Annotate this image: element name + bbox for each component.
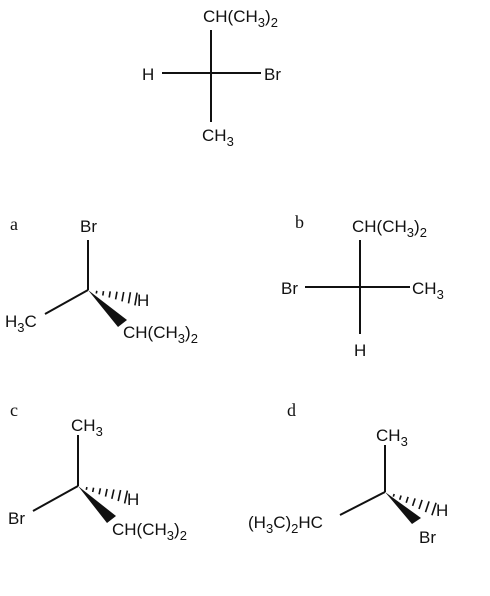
hash-stroke bbox=[392, 493, 395, 497]
hash-stroke bbox=[127, 292, 132, 304]
option-b-right-substituent: CH3 bbox=[412, 279, 444, 302]
hash-stroke bbox=[111, 489, 115, 499]
hash-stroke bbox=[431, 502, 437, 516]
option-a-wedge-substituent: CH(CH3)2 bbox=[123, 323, 198, 346]
option-c-dash-substituent: H bbox=[127, 490, 139, 509]
option-a: a Br H3C H CH(CH3)2 bbox=[5, 214, 198, 346]
option-a-letter: a bbox=[10, 214, 18, 234]
hash-stroke bbox=[95, 290, 98, 294]
hash-stroke bbox=[102, 290, 105, 296]
reference-top-substituent: CH(CH3)2 bbox=[203, 7, 278, 30]
option-b-left-substituent: Br bbox=[281, 279, 298, 298]
reference-bottom-substituent: CH3 bbox=[202, 126, 234, 149]
option-d-up-substituent: CH3 bbox=[376, 426, 408, 449]
option-a-up-substituent: Br bbox=[80, 217, 97, 236]
option-d-dash-substituent: H bbox=[436, 501, 448, 520]
option-a-bond-left bbox=[44, 289, 89, 315]
reference-left-substituent: H bbox=[142, 65, 154, 84]
hash-stroke bbox=[91, 487, 95, 493]
option-d-wedge-substituent: Br bbox=[419, 528, 436, 547]
hash-stroke bbox=[121, 291, 125, 302]
option-d-letter: d bbox=[287, 400, 296, 420]
option-a-dash-bond bbox=[95, 290, 138, 306]
option-d-bond-left bbox=[339, 491, 386, 516]
hash-stroke bbox=[117, 489, 122, 502]
hash-stroke bbox=[405, 496, 409, 504]
option-c-bond-left bbox=[32, 485, 79, 512]
option-c-wedge-substituent: CH(CH3)2 bbox=[112, 520, 187, 543]
option-c-up-substituent: CH3 bbox=[71, 416, 103, 439]
option-a-dash-substituent: H bbox=[137, 291, 149, 310]
option-d-wedge-bond bbox=[385, 492, 421, 524]
hash-stroke bbox=[411, 498, 416, 507]
option-b-top-substituent: CH(CH3)2 bbox=[352, 217, 427, 240]
option-d-dash-bond bbox=[392, 493, 437, 516]
hash-stroke bbox=[418, 499, 423, 510]
hash-stroke bbox=[424, 501, 430, 513]
option-b-letter: b bbox=[295, 212, 304, 232]
option-b: b CH(CH3)2 Br CH3 H bbox=[281, 212, 444, 360]
option-c-wedge-bond bbox=[78, 486, 116, 523]
reference-fischer-projection: CH(CH3)2 H Br CH3 bbox=[142, 7, 281, 149]
option-d-left-substituent: (H3C)2HC bbox=[248, 513, 323, 536]
option-c-left-substituent: Br bbox=[8, 509, 25, 528]
option-c: c CH3 Br H CH(CH3)2 bbox=[8, 400, 187, 543]
hash-stroke bbox=[114, 291, 118, 300]
option-a-wedge-bond bbox=[88, 290, 127, 327]
hash-stroke bbox=[104, 488, 108, 497]
hash-stroke bbox=[98, 488, 102, 495]
hash-stroke bbox=[134, 292, 138, 306]
option-c-letter: c bbox=[10, 400, 18, 420]
option-d: d CH3 (H3C)2HC H Br bbox=[248, 400, 448, 547]
option-c-dash-bond bbox=[85, 486, 129, 504]
hash-stroke bbox=[108, 291, 111, 298]
reference-right-substituent: Br bbox=[264, 65, 281, 84]
hash-stroke bbox=[398, 495, 402, 500]
hash-stroke bbox=[123, 490, 129, 504]
option-a-left-substituent: H3C bbox=[5, 312, 37, 335]
hash-stroke bbox=[85, 486, 88, 490]
option-b-bottom-substituent: H bbox=[354, 341, 366, 360]
